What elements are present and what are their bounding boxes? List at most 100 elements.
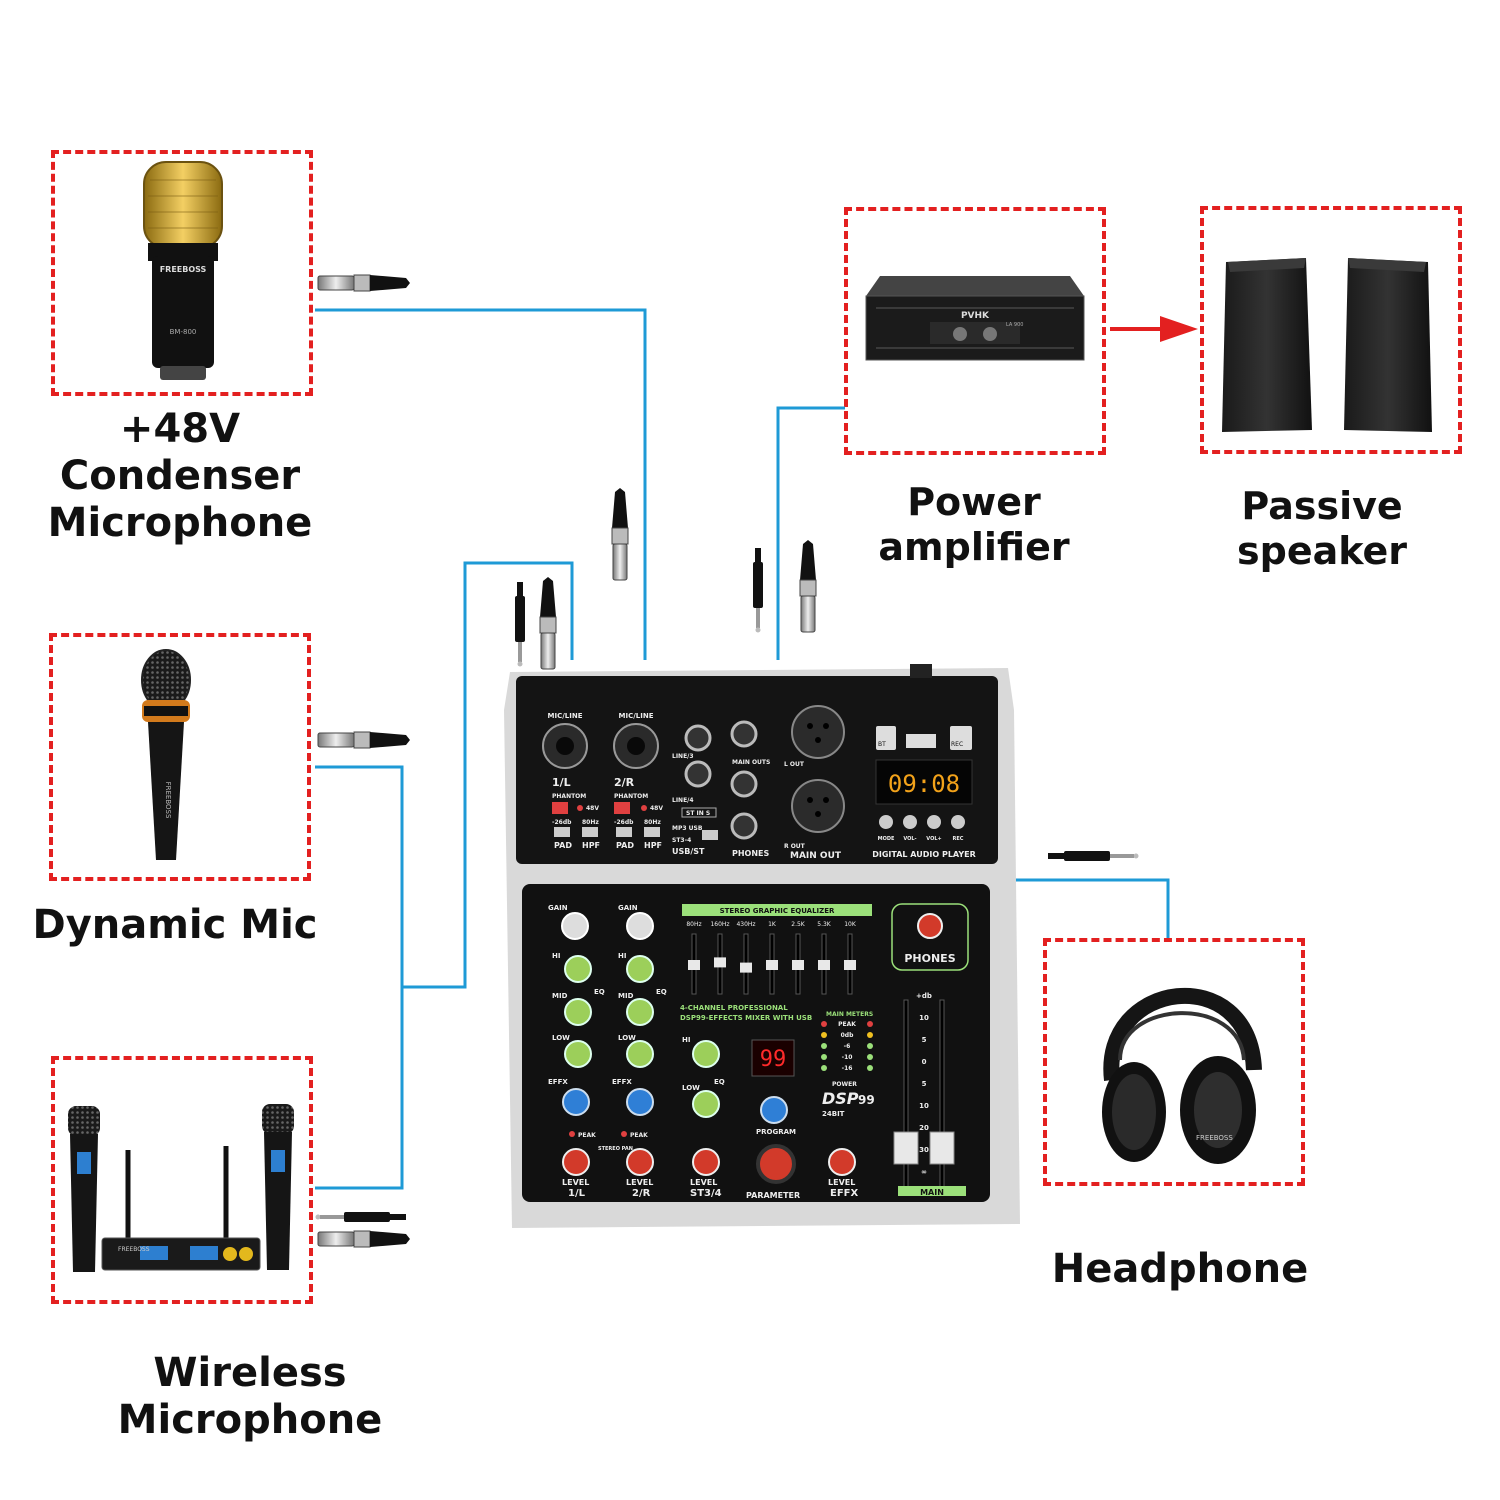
bt-label: BT xyxy=(878,741,886,748)
xlr-main-outs[interactable]: L OUT R OUT MAIN OUT xyxy=(784,705,845,861)
ch1-gain-knob[interactable] xyxy=(561,912,589,940)
phones-knob[interactable] xyxy=(917,913,943,939)
ch2-hi-label: HI xyxy=(618,952,626,960)
ch2-hpf-label: HPF xyxy=(644,841,662,850)
xlr-connector-icon xyxy=(539,576,557,670)
st34-level-knob[interactable] xyxy=(692,1148,720,1176)
eq-slider-cap[interactable] xyxy=(714,957,726,968)
parameter-knob[interactable] xyxy=(756,1144,796,1184)
eq-slider-cap[interactable] xyxy=(688,960,700,970)
ch1-hpf-value: 80Hz xyxy=(582,819,599,826)
power-amplifier-frame xyxy=(844,207,1106,455)
main-left-fader[interactable] xyxy=(893,1131,919,1165)
ch1-low-knob[interactable] xyxy=(564,1040,592,1068)
meter-label: PEAK xyxy=(838,1021,856,1028)
ch1-combo-jack[interactable]: MIC/LINE 1/L PHANTOM 48V -26db 80Hz PAD … xyxy=(542,712,600,850)
parameter-label: PARAMETER xyxy=(746,1191,800,1200)
eq-slider-cap[interactable] xyxy=(818,960,830,970)
xlr-connector-icon xyxy=(611,487,629,581)
effx-level-label: LEVEL xyxy=(828,1178,855,1187)
meter-label: -10 xyxy=(842,1054,853,1061)
ch2-low-knob[interactable] xyxy=(626,1040,654,1068)
ch1-phantom-label: PHANTOM xyxy=(552,793,586,800)
ch2-combo-jack[interactable]: MIC/LINE 2/R PHANTOM 48V -26db 80Hz PAD … xyxy=(613,712,663,850)
ch2-eq-label: EQ xyxy=(656,988,667,996)
vol-down-button[interactable] xyxy=(903,815,917,829)
effects-section: HI EQ LOW LEVEL ST3/4 99 PROGRAM PARAMET… xyxy=(682,1036,875,1200)
ch2-hi-knob[interactable] xyxy=(626,955,654,983)
meter-label: 0db xyxy=(841,1032,854,1039)
meter-led xyxy=(821,1021,827,1027)
meter-led xyxy=(821,1054,827,1060)
phones-label: PHONES xyxy=(904,952,955,965)
headphone-frame xyxy=(1043,938,1305,1186)
jack-plug-icon xyxy=(1048,851,1139,861)
line-inputs[interactable]: LINE/3 LINE/4 ST IN S MP3 USB ST3-4 USB/… xyxy=(672,724,718,856)
ch1-effx-knob[interactable] xyxy=(562,1088,590,1116)
eq-band-label: 80Hz xyxy=(686,921,701,928)
ch2-gain-knob[interactable] xyxy=(626,912,654,940)
st34-low-knob[interactable] xyxy=(692,1090,720,1118)
rec-button[interactable] xyxy=(951,815,965,829)
rout-label: R OUT xyxy=(784,843,806,850)
mode-button[interactable] xyxy=(879,815,893,829)
ch1-pad-label: PAD xyxy=(554,841,572,850)
ch1-hi-label: HI xyxy=(552,952,560,960)
usb-st-label: USB/ST xyxy=(672,847,705,856)
vol-up-button[interactable] xyxy=(927,815,941,829)
rec-label-button: REC xyxy=(953,836,964,842)
ch2-level-name: 2/R xyxy=(632,1188,651,1199)
meter-led xyxy=(867,1043,873,1049)
eq-slider-cap[interactable] xyxy=(844,960,856,970)
main-out-label: MAIN OUT xyxy=(790,851,842,861)
ch1-low-label: LOW xyxy=(552,1034,570,1042)
ch1-48v-label: 48V xyxy=(586,805,599,812)
player-display: 09:08 xyxy=(888,770,960,798)
ch1-jack-label: MIC/LINE xyxy=(548,712,583,720)
ch2-jack-label: MIC/LINE xyxy=(619,712,654,720)
product-line1: 4-CHANNEL PROFESSIONAL xyxy=(680,1004,788,1012)
player-label: DIGITAL AUDIO PLAYER xyxy=(872,850,976,859)
fader-scale-label: 30 xyxy=(919,1146,929,1154)
amp-brand: PVHK xyxy=(961,311,990,321)
ch2-peak-label: PEAK xyxy=(630,1132,648,1139)
main-right-fader[interactable] xyxy=(929,1131,955,1165)
caption-line-microphone: Microphone xyxy=(47,500,313,547)
passive-speaker-right-icon xyxy=(1344,258,1432,432)
dsp-logo: DSP xyxy=(822,1089,859,1108)
condenser-mic-caption: +48V Condenser Microphone xyxy=(20,406,340,548)
st34-hi-knob[interactable] xyxy=(692,1040,720,1068)
ch1-mid-knob[interactable] xyxy=(564,998,592,1026)
ch2-mid-knob[interactable] xyxy=(626,998,654,1026)
eq-slider-cap[interactable] xyxy=(766,960,778,970)
jack-plug-icon xyxy=(753,548,763,633)
eq-band-label: 430Hz xyxy=(736,921,755,928)
cable-wireless-to-mixer xyxy=(315,987,404,1190)
program-knob[interactable] xyxy=(760,1096,788,1124)
meter-led xyxy=(867,1065,873,1071)
wireless-mic-brand: FREEBOSS xyxy=(118,1246,150,1253)
eq-sliders[interactable] xyxy=(688,933,856,995)
caption-line-48v: +48V xyxy=(119,406,241,452)
meter-label: -6 xyxy=(844,1043,851,1050)
ch2-level-knob[interactable] xyxy=(626,1148,654,1176)
eq-slider-cap[interactable] xyxy=(792,960,804,970)
main-out-jacks[interactable]: MAIN OUTS PHONES xyxy=(730,720,770,858)
ch1-level-knob[interactable] xyxy=(562,1148,590,1176)
effx-level-knob[interactable] xyxy=(828,1148,856,1176)
xlr-connector-icon xyxy=(317,1230,411,1248)
headphone-caption: Headphone xyxy=(1051,1246,1309,1292)
wireless-mic-frame xyxy=(51,1056,313,1304)
meter-led xyxy=(821,1043,827,1049)
dsp-display: 99 xyxy=(760,1047,787,1072)
ch2-gain-label: GAIN xyxy=(618,904,638,912)
meter-label: -16 xyxy=(842,1065,853,1072)
ch1-hi-knob[interactable] xyxy=(564,955,592,983)
eq-slider-cap[interactable] xyxy=(740,962,752,973)
ch1-mid-label: MID xyxy=(552,992,568,1000)
condenser-mic-frame xyxy=(51,150,313,396)
ch2-effx-label: EFFX xyxy=(612,1078,632,1086)
ch2-effx-knob[interactable] xyxy=(626,1088,654,1116)
dsp-bit-label: 24BIT xyxy=(822,1110,845,1118)
